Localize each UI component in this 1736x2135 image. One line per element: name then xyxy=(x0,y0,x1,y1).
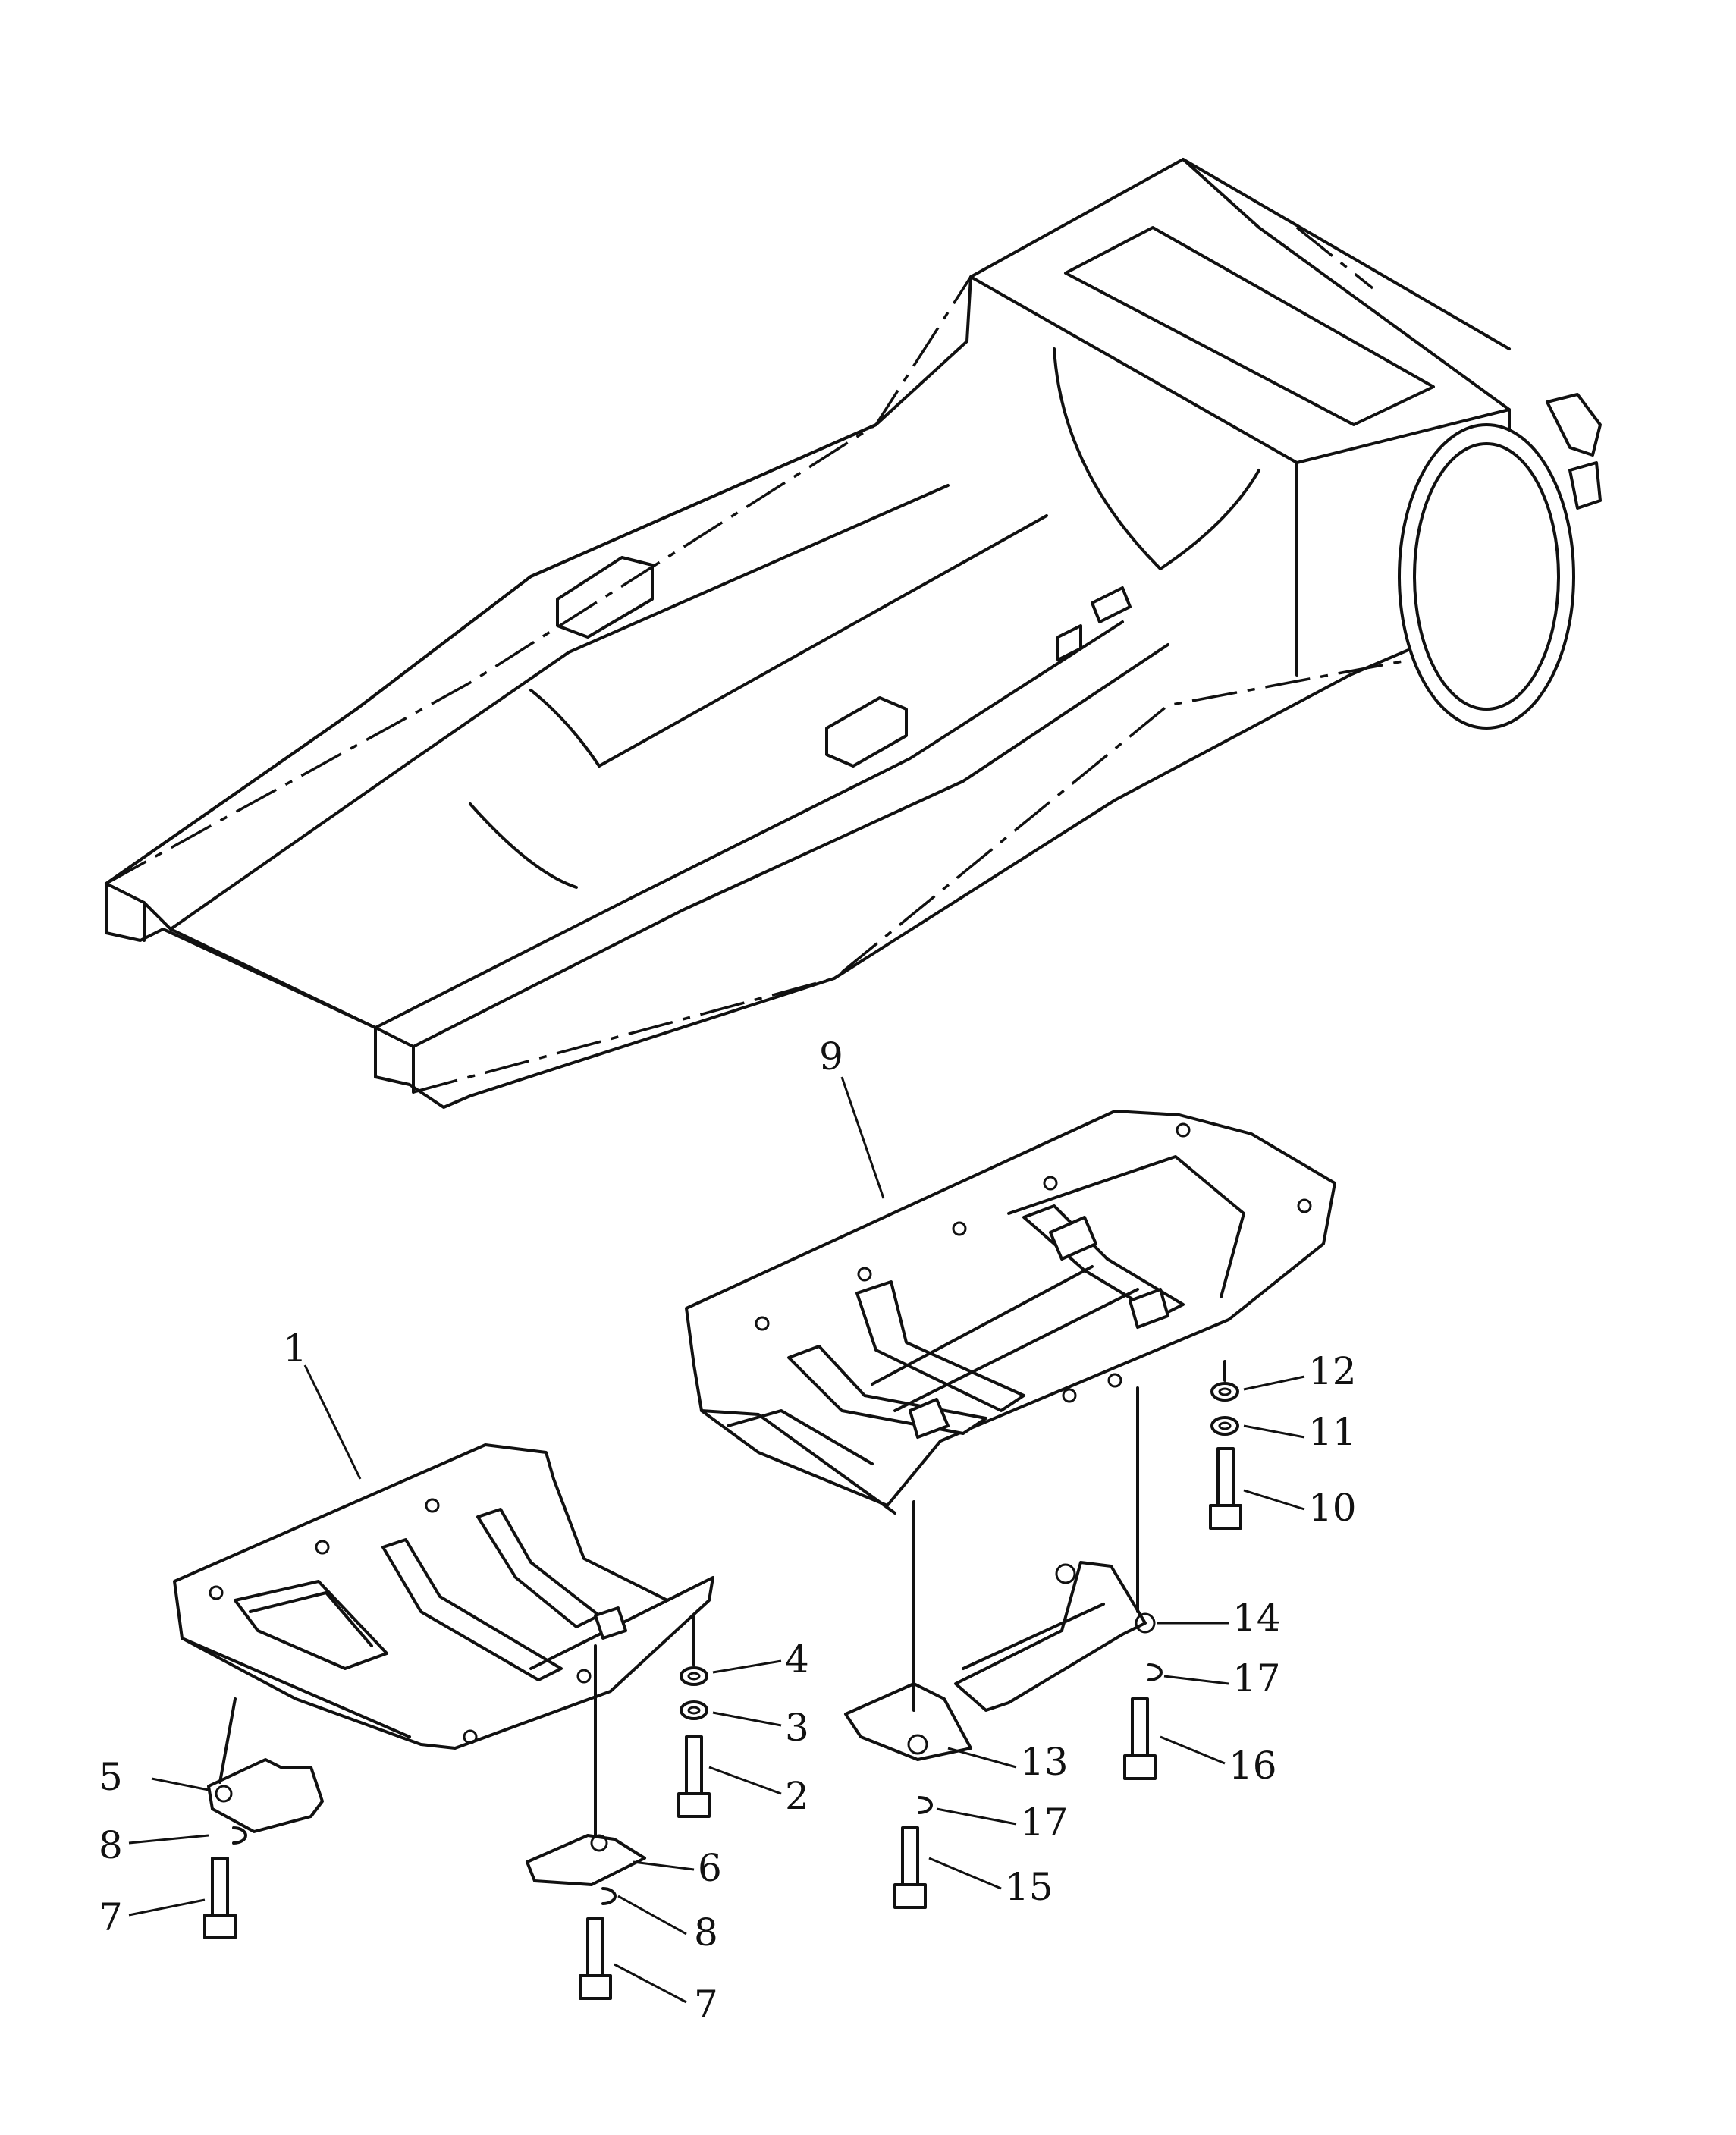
callout-8a: 8 xyxy=(99,1823,123,1867)
assembly-lines xyxy=(218,1360,1226,1837)
callout-17b: 17 xyxy=(1020,1801,1069,1845)
callout-11: 11 xyxy=(1308,1410,1357,1454)
callout-7b: 7 xyxy=(694,1983,718,2027)
cover-14 xyxy=(954,1561,1147,1712)
under-cover-1 xyxy=(173,1443,714,1750)
callout-13: 13 xyxy=(1020,1740,1069,1784)
callout-1: 1 xyxy=(283,1327,307,1370)
cover-5-bolt-hole xyxy=(215,1785,233,1803)
callout-2: 2 xyxy=(785,1774,809,1818)
callout-6: 6 xyxy=(698,1846,722,1890)
callout-4: 4 xyxy=(785,1637,809,1681)
cover-14-bolt-hole-a xyxy=(1055,1563,1076,1584)
cover-5 xyxy=(207,1758,324,1833)
cover-13-bolt-hole xyxy=(907,1734,928,1755)
callout-3: 3 xyxy=(785,1706,809,1750)
cover-14-rib xyxy=(962,1603,1105,1670)
callout-12: 12 xyxy=(1308,1349,1357,1393)
callout-16: 16 xyxy=(1229,1744,1277,1788)
callout-15: 15 xyxy=(1005,1865,1053,1909)
callout-5: 5 xyxy=(99,1755,123,1799)
callout-labels: 1 2 3 4 5 6 7 7 8 8 9 10 11 12 13 14 15 … xyxy=(99,1035,1357,2027)
washers xyxy=(232,1382,1239,1905)
cover-6-bolt-hole xyxy=(590,1834,608,1852)
under-cover-9 xyxy=(685,1110,1336,1515)
bolts xyxy=(203,1447,1242,2000)
callout-7a: 7 xyxy=(99,1895,123,1939)
callout-8b: 8 xyxy=(694,1911,718,1954)
cover-14-bolt-hole-b xyxy=(1135,1612,1156,1634)
callout-14: 14 xyxy=(1232,1596,1281,1640)
main-frame xyxy=(105,158,1602,1109)
callout-10: 10 xyxy=(1308,1486,1357,1530)
leader-lines xyxy=(128,1076,1305,2004)
callout-17a: 17 xyxy=(1232,1656,1281,1700)
callout-9: 9 xyxy=(819,1035,843,1078)
cover-6 xyxy=(526,1834,646,1886)
